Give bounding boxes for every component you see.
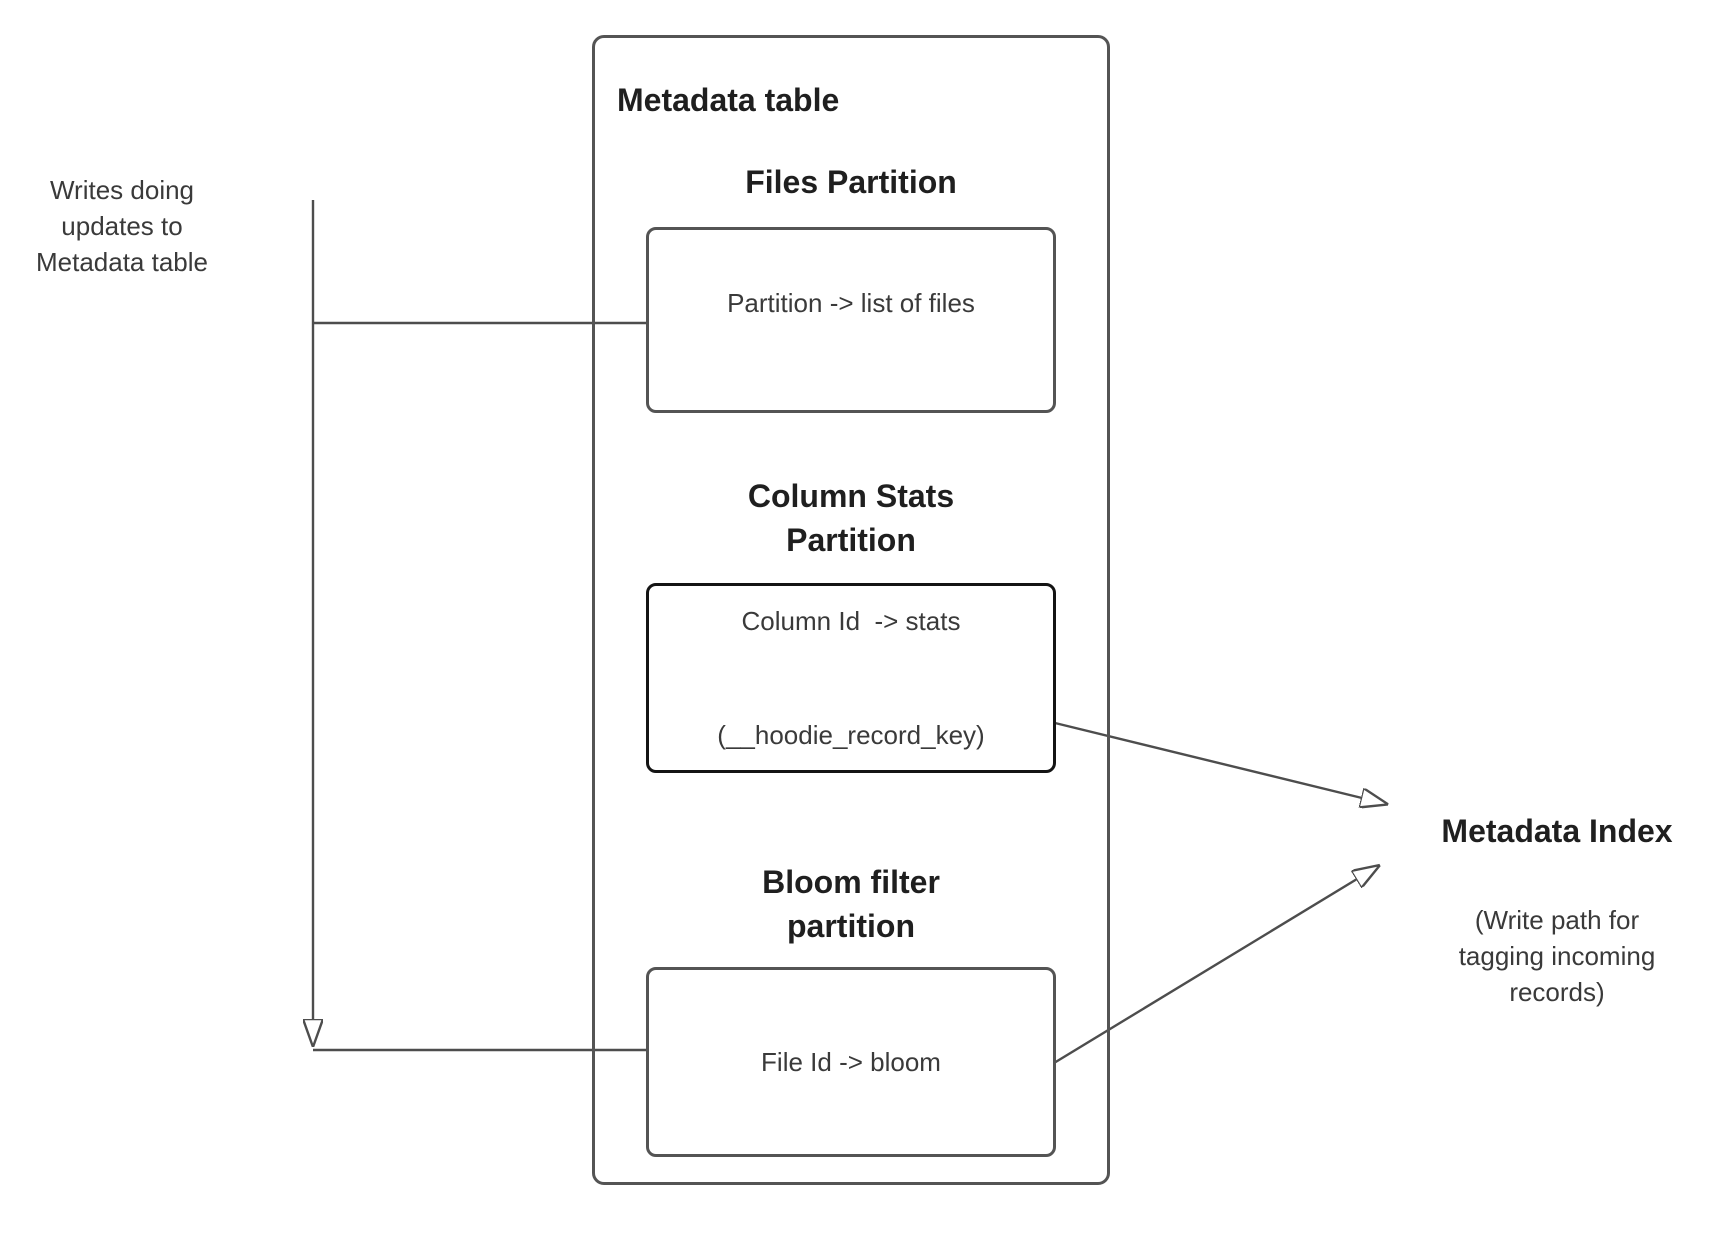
bloom-filter-mapping-text: File Id -> bloom [761,1047,941,1077]
metadata-index-subtitle-line: (Write path for [1474,905,1640,935]
files-partition-box: Partition -> list of files [646,227,1056,413]
metadata-index-title: Metadata Index [1441,813,1673,849]
column-stats-mapping-text: Column Id -> stats (__hoodie_record_key) [717,526,984,830]
bloom-filter-heading-line: Bloom filter [762,864,940,900]
writes-note-line: Metadata table [35,247,208,277]
metadata-index-subtitle-line: tagging incoming [1458,941,1656,971]
metadata-table-title: Metadata table [617,82,840,118]
writes-note-line: Writes doing [49,175,195,205]
writes-note-line: updates to [61,211,183,241]
writes-note: Writes doing updates to Metadata table [12,172,232,280]
column-stats-partition-heading: Column Stats Partition [592,474,1110,562]
column-stats-heading-line: Column Stats [747,478,955,514]
metadata-table-box [592,35,1110,1185]
column-stats-mapping-line: Column Id -> stats [741,606,961,636]
files-partition-heading: Files Partition [745,164,957,200]
column-stats-partition-box: Column Id -> stats (__hoodie_record_key) [646,583,1056,773]
bloom-filter-partition-heading: Bloom filter partition [592,860,1110,948]
column-stats-heading-line: Partition [786,522,916,558]
bloom-filter-partition-box: File Id -> bloom [646,967,1056,1157]
metadata-index-subtitle-line: records) [1509,977,1605,1007]
files-partition-mapping-text: Partition -> list of files [727,288,975,318]
metadata-index-subtitle: (Write path for tagging incoming records… [1390,902,1718,1010]
column-stats-mapping-line: (__hoodie_record_key) [717,720,985,750]
bloom-filter-heading-line: partition [787,908,915,944]
